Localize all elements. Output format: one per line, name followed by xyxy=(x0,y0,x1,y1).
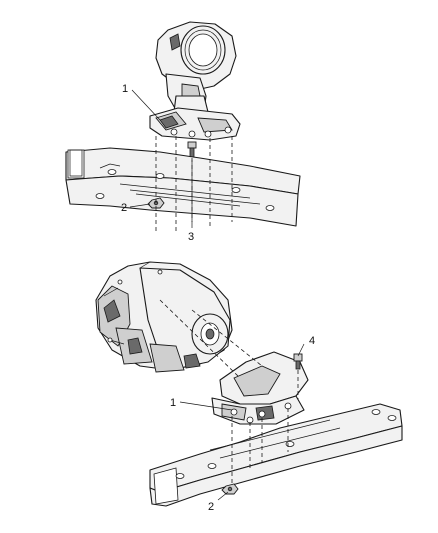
bottom-mounting-bolt xyxy=(293,353,303,370)
bottom-mounting-nut xyxy=(221,483,239,495)
bottom-crossmember xyxy=(149,403,403,507)
bottom-transmission-mount xyxy=(211,351,309,425)
bottom-transmission-housing xyxy=(95,261,233,373)
callout-bottom-2: 2 xyxy=(208,501,214,513)
top-transmission-mount xyxy=(149,107,241,141)
callout-top-3: 3 xyxy=(188,231,194,243)
top-mounting-bolt xyxy=(187,141,197,159)
top-transmission-housing xyxy=(155,21,237,113)
callout-bottom-1: 1 xyxy=(170,397,176,409)
callout-top-1: 1 xyxy=(122,83,128,95)
callout-top-2: 2 xyxy=(121,202,127,214)
bottom-alignment-lines xyxy=(159,299,299,484)
top-crossmember xyxy=(65,147,301,227)
callout-bottom-4: 4 xyxy=(309,335,315,347)
